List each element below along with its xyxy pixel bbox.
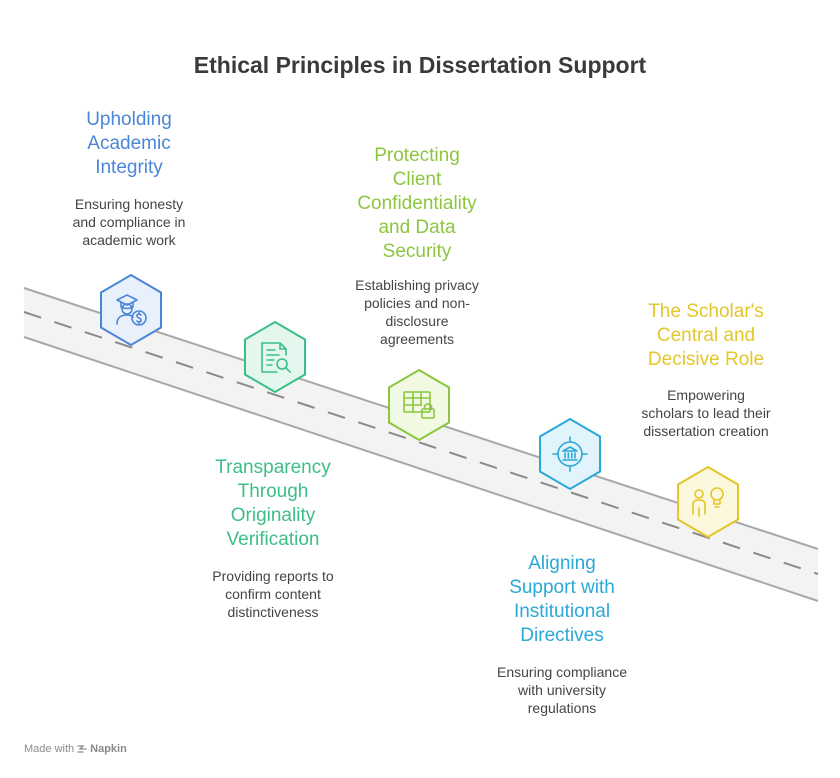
diagram-title: Ethical Principles in Dissertation Suppo… — [193, 52, 647, 78]
road-center-line — [23, 311, 819, 575]
step-4-hexagon — [539, 417, 601, 491]
road-edge-bottom — [23, 336, 819, 602]
step-2-heading-line: Through — [237, 481, 309, 502]
step-1-description-line: Ensuring honesty — [74, 196, 184, 212]
step-3-heading-line: Security — [382, 241, 452, 262]
person-idea-icon — [692, 487, 724, 517]
step-2-description-line: Providing reports to — [212, 568, 334, 584]
step-3-heading: Protecting Client Confidentiality and Da… — [337, 144, 497, 264]
step-5-hexagon — [677, 465, 739, 539]
institution-target-icon — [552, 436, 588, 472]
step-4-heading-line: Aligning — [528, 553, 596, 574]
footer-brand: Napkin — [90, 743, 127, 755]
step-3-heading-line: Protecting — [374, 145, 460, 166]
step-1-heading-line: Integrity — [95, 157, 163, 178]
footer-made-with: Made with — [24, 743, 75, 755]
step-3-heading-line: Client — [392, 169, 442, 190]
step-2-description-line: confirm content — [225, 586, 321, 602]
step-5-heading-line: The Scholar's — [648, 301, 764, 322]
road-surface — [24, 288, 818, 601]
step-4-heading: Aligning Support with Institutional Dire… — [482, 552, 642, 648]
step-3-description-line: Establishing privacy — [355, 277, 479, 293]
step-3-description: Establishing privacy policies and non- d… — [332, 276, 502, 348]
step-4-heading-line: Institutional — [513, 601, 611, 622]
step-2-description-line: distinctiveness — [227, 604, 319, 620]
document-search-icon — [261, 342, 291, 373]
step-1-heading-line: Upholding — [86, 109, 172, 130]
step-1-description: Ensuring honesty and compliance in acade… — [44, 195, 214, 249]
step-5-heading-line: Decisive Role — [647, 349, 765, 370]
step-5-description-line: dissertation creation — [643, 423, 769, 439]
step-3-heading-line: Confidentiality — [357, 193, 477, 214]
footer-watermark: Made with Napkin — [24, 743, 127, 755]
step-2-heading-line: Originality — [230, 505, 316, 526]
step-5-heading: The Scholar's Central and Decisive Role — [621, 300, 791, 372]
step-2-heading: Transparency Through Originality Verific… — [193, 456, 353, 552]
step-2-description: Providing reports to confirm content dis… — [188, 567, 358, 621]
step-5-heading-line: Central and — [656, 325, 756, 346]
step-1-description-line: and compliance in — [72, 214, 186, 230]
step-3-description-line: agreements — [380, 331, 454, 347]
graduate-money-icon — [116, 294, 147, 326]
napkin-logo-icon — [77, 745, 87, 753]
step-3-heading-line: and Data — [378, 217, 456, 238]
step-4-description: Ensuring compliance with university regu… — [477, 663, 647, 717]
step-4-heading-line: Directives — [520, 625, 604, 646]
step-1-heading-line: Academic — [87, 133, 171, 154]
step-1-description-line: academic work — [82, 232, 176, 248]
step-3-description-line: policies and non- — [364, 295, 470, 311]
step-3-hexagon — [388, 368, 450, 442]
step-5-description-line: scholars to lead their — [641, 405, 771, 421]
step-4-description-line: regulations — [527, 700, 597, 716]
step-4-description-line: Ensuring compliance — [497, 664, 627, 680]
step-2-heading-line: Transparency — [215, 457, 331, 478]
step-2-heading-line: Verification — [226, 529, 320, 550]
table-lock-icon — [403, 391, 435, 419]
step-3-description-line: disclosure — [385, 313, 449, 329]
step-5-description: Empowering scholars to lead their disser… — [621, 386, 791, 440]
step-4-heading-line: Support with — [509, 577, 615, 598]
step-1-hexagon — [100, 273, 162, 347]
step-1-heading: Upholding Academic Integrity — [49, 108, 209, 180]
step-2-hexagon — [244, 320, 306, 394]
step-5-description-line: Empowering — [667, 387, 745, 403]
step-4-description-line: with university — [518, 682, 606, 698]
